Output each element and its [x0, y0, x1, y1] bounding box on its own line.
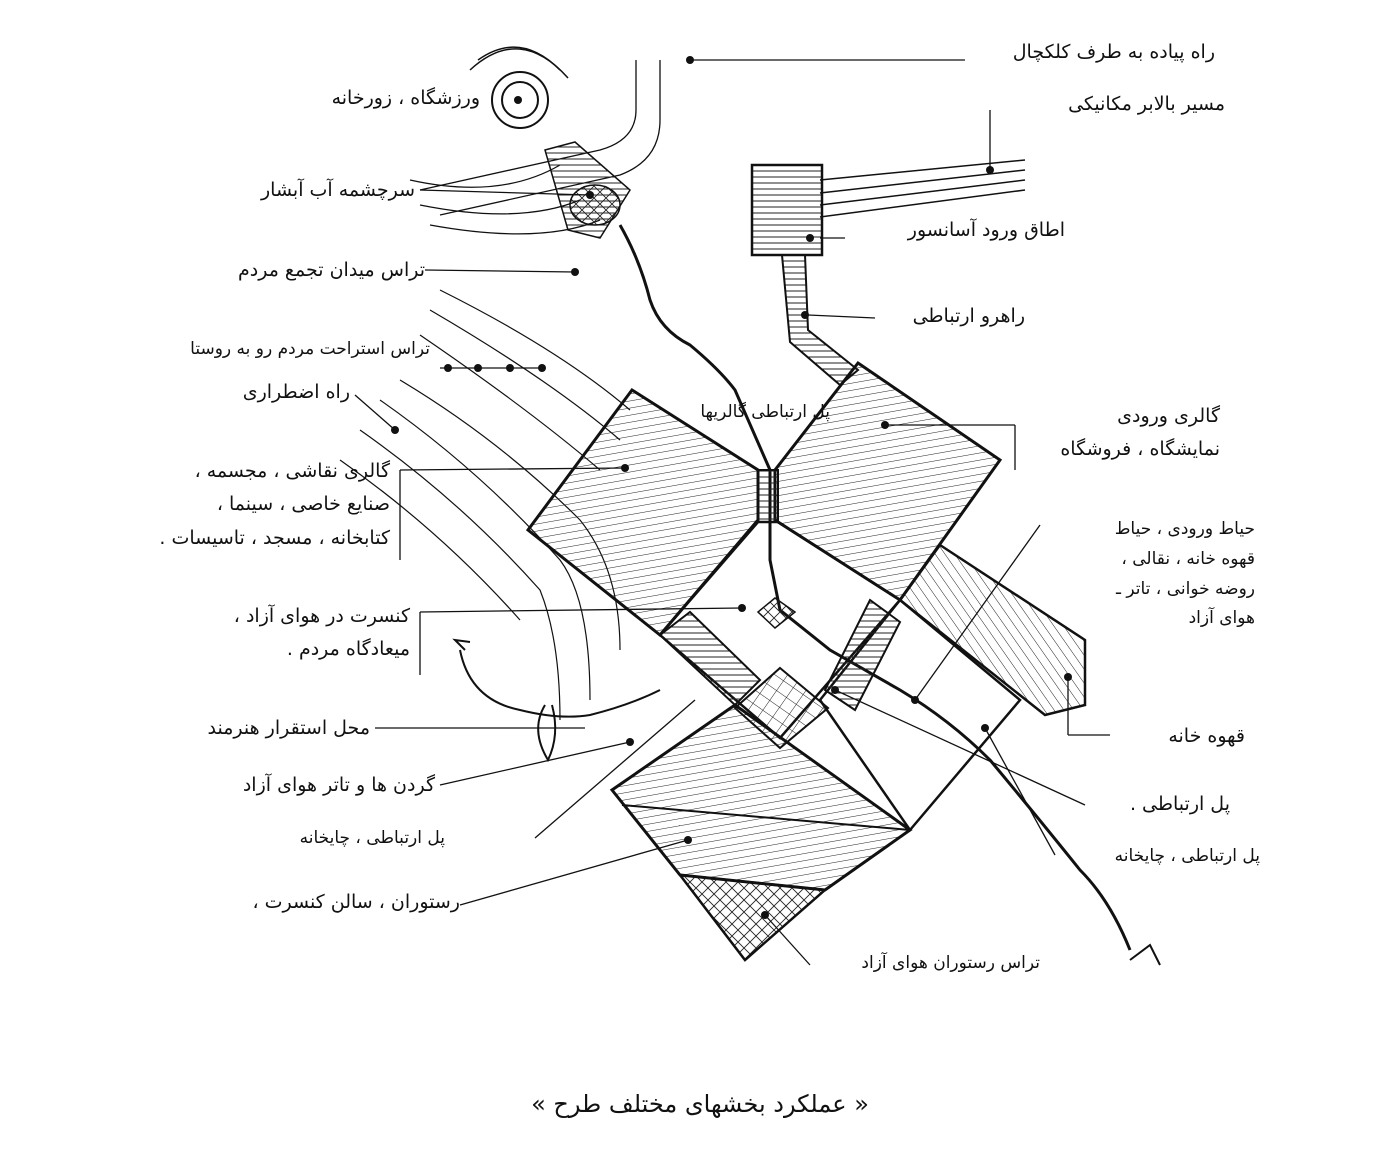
figure-caption: « عملکرد بخشهای مختلف طرح » — [531, 1090, 869, 1118]
label-bridge-right: پل ارتباطی . — [1129, 793, 1230, 815]
label-bridge-teahouse-left: پل ارتباطی ، چایخانه — [299, 828, 445, 848]
center-marker — [756, 597, 797, 629]
ski-lift-lines — [819, 159, 1026, 218]
stream-line — [618, 224, 1132, 951]
restaurant-divider — [621, 804, 911, 831]
leader-dots — [391, 56, 1072, 919]
label-artist-place: محل استقرار هنرمند — [207, 717, 370, 739]
galleries-bridge — [757, 469, 779, 523]
leader-lines — [354, 59, 1110, 966]
label-open-air-theater: گردن ها و تاتر هوای آزاد — [242, 774, 435, 796]
label-cafe: قهوه خانه — [1168, 725, 1245, 747]
label-gathering-terrace: تراس میدان تجمع مردم — [237, 259, 425, 281]
label-emergency-road: راه اضطراری — [242, 381, 350, 403]
connecting-corridor — [780, 254, 860, 387]
label-galleries-bridge: پل ارتباطی گالریها — [700, 402, 830, 422]
label-waterfall-spring: سرچشمه آب آبشار — [261, 179, 415, 201]
label-cafe-yard: حیاط ورودی ، حیاط قهوه خانه ، نقالی ، رو… — [1114, 519, 1255, 629]
label-open-air-concert: کنسرت در هوای آزاد ، میعادگاه مردم . — [233, 605, 410, 661]
label-restaurant-terrace: تراس رستوران هوای آزاد — [861, 953, 1040, 973]
label-entrance-gallery: گالری ورودی نمایشگاه ، فروشگاه — [1060, 405, 1220, 461]
right-bridge-strip — [823, 598, 902, 712]
sport-building-symbol — [469, 46, 569, 129]
cafe-yard-block — [898, 543, 1087, 717]
label-sport-zurkhane: ورزشگاه ، زورخانه — [331, 87, 480, 109]
restaurant-terrace-block — [677, 873, 828, 962]
label-ski-lift-route: مسیر بالابر مکانیکی — [1068, 93, 1225, 115]
stream-end-arrow — [1129, 943, 1161, 966]
left-bridge-strip — [658, 610, 762, 707]
label-connecting-corridor: راهرو ارتباطی — [912, 305, 1025, 327]
label-lift-entrance-room: اطاق ورود آسانسور — [907, 219, 1065, 241]
waterfall-source — [544, 141, 631, 239]
label-restaurant-concert-hall: رستوران ، سالن کنسرت ، — [252, 891, 460, 913]
label-bridge-teahouse-right: پل ارتباطی ، چایخانه — [1114, 846, 1260, 866]
label-art-gallery: گالری نقاشی ، مجسمه ، صنایع خاصی ، سینما… — [159, 460, 390, 549]
label-footpath: راه پیاده به طرف کلکچال — [1012, 41, 1215, 63]
label-rest-terrace: تراس استراحت مردم رو به روستا — [190, 339, 430, 359]
